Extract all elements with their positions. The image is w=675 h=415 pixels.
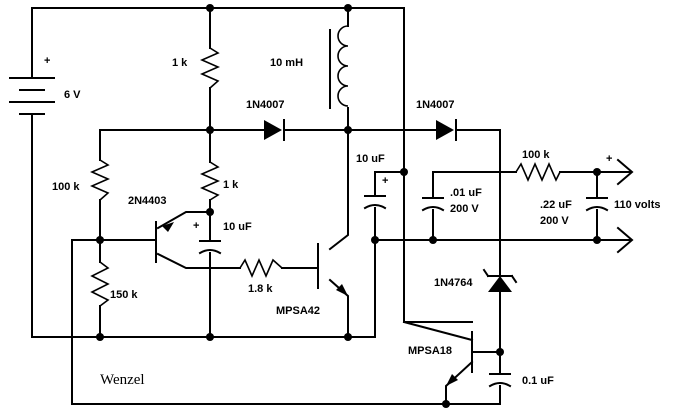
resistor-150k-label: 150 k	[110, 289, 138, 301]
resistor-150k	[90, 261, 110, 307]
capacitor-pnp-plus: +	[193, 220, 199, 232]
resistor-1p8k	[239, 258, 283, 278]
resistor-1k-top	[200, 47, 220, 89]
output-arrow-top	[616, 158, 634, 186]
battery-6v	[9, 77, 55, 115]
capacitor-001uf	[421, 197, 445, 212]
resistor-100k-base	[90, 159, 110, 201]
capacitor-001-value: .01 uF	[450, 187, 482, 199]
transistor-mpsa42-npn	[317, 243, 348, 296]
zener-label: 1N4764	[434, 277, 473, 289]
capacitor-10uf-pnp	[198, 240, 222, 255]
resistor-1p8k-label: 1.8 k	[248, 283, 273, 295]
capacitor-022uf	[585, 197, 609, 212]
diode-2-label: 1N4007	[416, 99, 455, 111]
output-plus-label: +	[606, 153, 612, 165]
resistor-100k-output-label: 100 k	[522, 149, 550, 161]
capacitor-mid-plus: +	[382, 175, 388, 187]
transistor-mpsa18-npn	[402, 320, 474, 386]
diode-1-label: 1N4007	[246, 99, 285, 111]
inductor-label: 10 mH	[270, 57, 303, 69]
battery-voltage-label: 6 V	[64, 89, 81, 101]
transistor-mpsa18-label: MPSA18	[408, 345, 452, 357]
output-arrow-bottom	[616, 226, 634, 254]
output-voltage-label: 110 volts	[614, 199, 660, 211]
capacitor-022-value: .22 uF	[540, 199, 572, 211]
transistor-pnp-label: 2N4403	[128, 195, 167, 207]
resistor-100k-output	[515, 162, 561, 182]
capacitor-mid-label: 10 uF	[356, 153, 385, 165]
resistor-1k-mid	[200, 161, 220, 201]
capacitor-022-voltage: 200 V	[540, 215, 569, 227]
wires	[31, 7, 631, 405]
capacitor-001-voltage: 200 V	[450, 203, 479, 215]
transistor-2n4403-pnp	[155, 221, 174, 263]
capacitor-10uf-mid	[363, 195, 387, 210]
inductor-10mh	[329, 25, 349, 109]
resistor-1k-top-label: 1 k	[172, 57, 188, 69]
capacitor-01-label: 0.1 uF	[522, 375, 554, 387]
diode-1n4007-left	[264, 119, 285, 141]
diode-1n4007-right	[436, 119, 457, 141]
junction-dots	[96, 4, 601, 408]
transistor-mpsa42-label: MPSA42	[276, 305, 320, 317]
resistor-100k-base-label: 100 k	[52, 181, 80, 193]
resistor-1k-mid-label: 1 k	[223, 179, 239, 191]
author-signature: Wenzel	[100, 372, 145, 388]
battery-plus-label: +	[44, 55, 50, 67]
zener-1n4764	[482, 262, 518, 292]
capacitor-pnp-label: 10 uF	[223, 221, 252, 233]
capacitor-01uf	[488, 373, 512, 388]
